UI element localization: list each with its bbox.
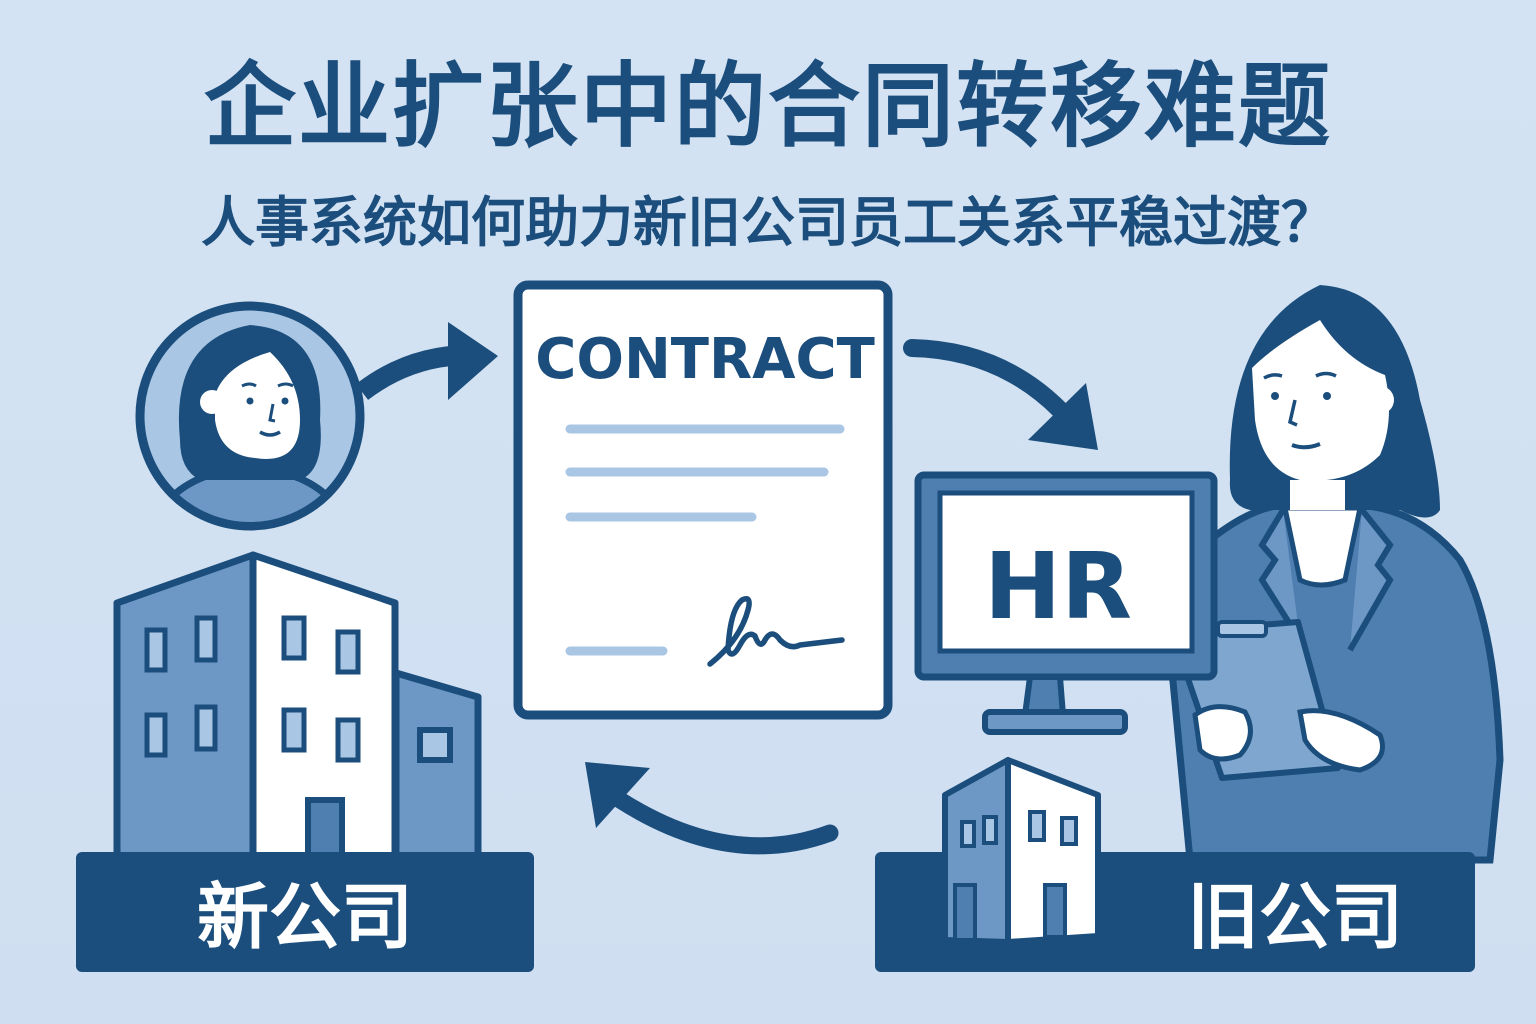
small-building-icon (942, 757, 1101, 945)
new-company-text: 新公司 (197, 875, 413, 959)
employee-avatar-icon (135, 301, 365, 531)
page-subtitle: 人事系统如何助力新旧公司员工关系平稳过渡？ (201, 191, 1335, 254)
new-company-label: 新公司 (76, 852, 534, 972)
office-building-icon (113, 551, 482, 864)
curved-arrow-up-left-icon (585, 762, 839, 855)
curved-arrow-right-icon (355, 322, 498, 401)
contract-heading: CONTRACT (535, 327, 875, 392)
old-company-text: 旧公司 (1187, 875, 1403, 959)
hr-monitor: HR (914, 471, 1218, 735)
contract-document: CONTRACT (513, 280, 893, 720)
page-title: 企业扩张中的合同转移难题 (203, 53, 1332, 160)
hr-woman-with-clipboard (1166, 285, 1504, 864)
hr-screen-text: HR (984, 533, 1132, 640)
signature-icon (707, 596, 845, 667)
curved-arrow-down-right-icon (903, 339, 1098, 450)
